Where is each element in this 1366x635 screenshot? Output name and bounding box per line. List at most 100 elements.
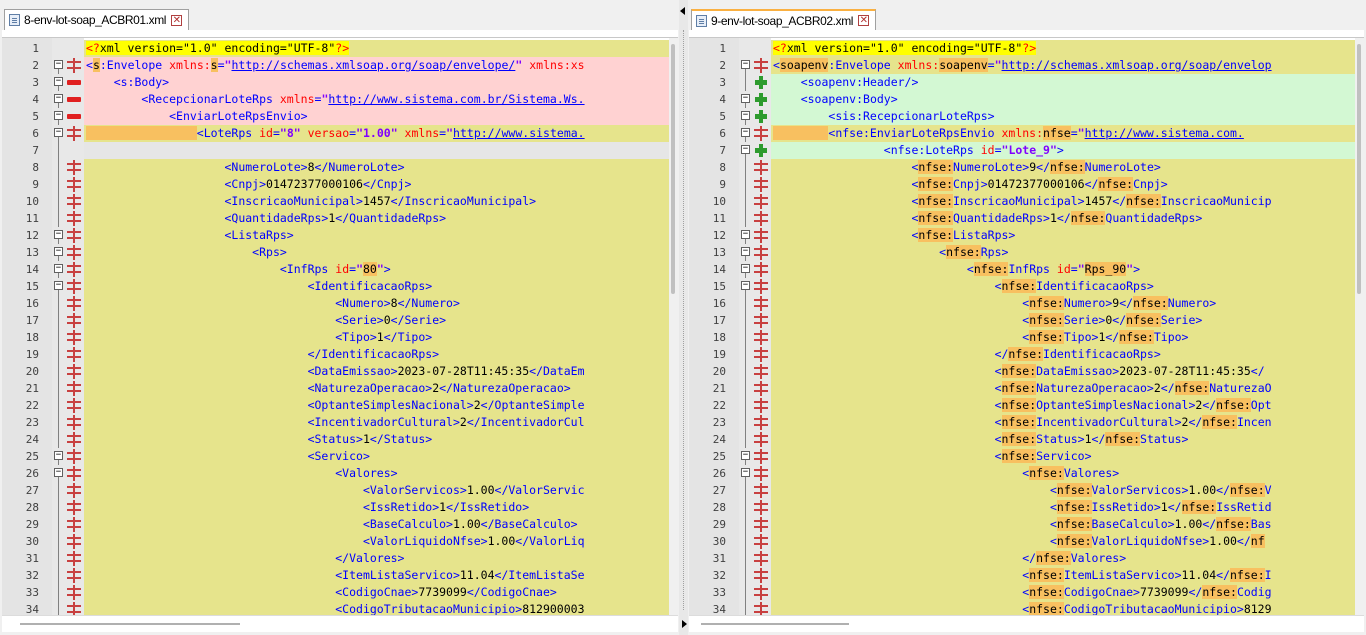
code-line[interactable]: 3− <s:Body>: [2, 74, 678, 91]
fold-minus-icon[interactable]: −: [54, 59, 63, 69]
code-line[interactable]: 3 <soapenv:Header/>: [689, 74, 1364, 91]
fold-minus-icon[interactable]: −: [741, 450, 750, 460]
fold-minus-icon[interactable]: −: [54, 263, 63, 273]
code-line[interactable]: 8 <NumeroLote>8</NumeroLote>: [2, 159, 678, 176]
code-line[interactable]: 14− <InfRps id="80">: [2, 261, 678, 278]
horizontal-scrollbar[interactable]: [2, 615, 678, 632]
code-line[interactable]: 22 <nfse:OptanteSimplesNacional>2</nfse:…: [689, 397, 1364, 414]
code-line[interactable]: 31 </nfse:Valores>: [689, 550, 1364, 567]
code-line[interactable]: 24 <nfse:Status>1</nfse:Status>: [689, 431, 1364, 448]
code-line[interactable]: 7− <nfse:LoteRps id="Lote_9">: [689, 142, 1364, 159]
code-line[interactable]: 16 <Numero>8</Numero>: [2, 295, 678, 312]
code-line[interactable]: 33 <CodigoCnae>7739099</CodigoCnae>: [2, 584, 678, 601]
code-line[interactable]: 16 <nfse:Numero>9</nfse:Numero>: [689, 295, 1364, 312]
code-line[interactable]: 18 <nfse:Tipo>1</nfse:Tipo>: [689, 329, 1364, 346]
code-line[interactable]: 27 <ValorServicos>1.00</ValorServic: [2, 482, 678, 499]
code-line[interactable]: 19 </nfse:IdentificacaoRps>: [689, 346, 1364, 363]
code-line[interactable]: 20 <DataEmissao>2023-07-28T11:45:35</Dat…: [2, 363, 678, 380]
code-line[interactable]: 8 <nfse:NumeroLote>9</nfse:NumeroLote>: [689, 159, 1364, 176]
code-line[interactable]: 5− <EnviarLoteRpsEnvio>: [2, 108, 678, 125]
fold-minus-icon[interactable]: −: [54, 450, 63, 460]
code-line[interactable]: 29 <BaseCalculo>1.00</BaseCalculo>: [2, 516, 678, 533]
code-line[interactable]: 23 <nfse:IncentivadorCultural>2</nfse:In…: [689, 414, 1364, 431]
fold-minus-icon[interactable]: −: [741, 59, 750, 69]
code-line[interactable]: 27 <nfse:ValorServicos>1.00</nfse:V: [689, 482, 1364, 499]
fold-minus-icon[interactable]: −: [741, 93, 750, 103]
code-line[interactable]: 5− <sis:RecepcionarLoteRps>: [689, 108, 1364, 125]
fold-minus-icon[interactable]: −: [741, 467, 750, 477]
fold-minus-icon[interactable]: −: [54, 110, 63, 120]
vertical-scrollbar[interactable]: [669, 38, 678, 616]
code-line[interactable]: 15− <IdentificacaoRps>: [2, 278, 678, 295]
code-line[interactable]: 12− <ListaRps>: [2, 227, 678, 244]
fold-minus-icon[interactable]: −: [741, 144, 750, 154]
code-line[interactable]: 2−<soapenv:Envelope xmlns:soapenv="http:…: [689, 57, 1364, 74]
code-line[interactable]: 25− <Servico>: [2, 448, 678, 465]
fold-minus-icon[interactable]: −: [741, 229, 750, 239]
left-code-editor[interactable]: 1<?xml version="1.0" encoding="UTF-8"?>2…: [2, 37, 678, 616]
fold-minus-icon[interactable]: −: [741, 280, 750, 290]
fold-minus-icon[interactable]: −: [54, 229, 63, 239]
code-line[interactable]: 20 <nfse:DataEmissao>2023-07-28T11:45:35…: [689, 363, 1364, 380]
arrow-right-icon[interactable]: [682, 620, 687, 628]
code-line[interactable]: 32 <ItemListaServico>11.04</ItemListaSe: [2, 567, 678, 584]
code-line[interactable]: 31 </Valores>: [2, 550, 678, 567]
code-line[interactable]: 24 <Status>1</Status>: [2, 431, 678, 448]
code-line[interactable]: 7: [2, 142, 678, 159]
code-line[interactable]: 6− <nfse:EnviarLoteRpsEnvio xmlns:nfse="…: [689, 125, 1364, 142]
fold-minus-icon[interactable]: −: [741, 246, 750, 256]
code-line[interactable]: 15− <nfse:IdentificacaoRps>: [689, 278, 1364, 295]
code-line[interactable]: 4− <soapenv:Body>: [689, 91, 1364, 108]
fold-minus-icon[interactable]: −: [54, 127, 63, 137]
fold-minus-icon[interactable]: −: [54, 76, 63, 86]
code-line[interactable]: 19 </IdentificacaoRps>: [2, 346, 678, 363]
code-line[interactable]: 22 <OptanteSimplesNacional>2</OptanteSim…: [2, 397, 678, 414]
code-line[interactable]: 23 <IncentivadorCultural>2</Incentivador…: [2, 414, 678, 431]
code-line[interactable]: 32 <nfse:ItemListaServico>11.04</nfse:I: [689, 567, 1364, 584]
fold-minus-icon[interactable]: −: [54, 280, 63, 290]
fold-minus-icon[interactable]: −: [54, 467, 63, 477]
code-line[interactable]: 1<?xml version="1.0" encoding="UTF-8"?>: [689, 40, 1364, 57]
code-line[interactable]: 10 <InscricaoMunicipal>1457</InscricaoMu…: [2, 193, 678, 210]
scroll-thumb[interactable]: [20, 623, 240, 625]
horizontal-scrollbar[interactable]: [689, 615, 1364, 632]
code-line[interactable]: 28 <nfse:IssRetido>1</nfse:IssRetid: [689, 499, 1364, 516]
code-line[interactable]: 30 <nfse:ValorLiquidoNfse>1.00</nf: [689, 533, 1364, 550]
code-line[interactable]: 1<?xml version="1.0" encoding="UTF-8"?>: [2, 40, 678, 57]
code-line[interactable]: 13− <Rps>: [2, 244, 678, 261]
code-line[interactable]: 29 <nfse:BaseCalculo>1.00</nfse:Bas: [689, 516, 1364, 533]
code-line[interactable]: 11 <QuantidadeRps>1</QuantidadeRps>: [2, 210, 678, 227]
code-line[interactable]: 30 <ValorLiquidoNfse>1.00</ValorLiq: [2, 533, 678, 550]
code-line[interactable]: 2−<s:Envelope xmlns:s="http://schemas.xm…: [2, 57, 678, 74]
scroll-thumb[interactable]: [701, 623, 849, 625]
scroll-thumb[interactable]: [671, 44, 675, 294]
code-line[interactable]: 26− <Valores>: [2, 465, 678, 482]
code-line[interactable]: 21 <nfse:NaturezaOperacao>2</nfse:Nature…: [689, 380, 1364, 397]
code-line[interactable]: 6− <LoteRps id="8" versao="1.00" xmlns="…: [2, 125, 678, 142]
code-line[interactable]: 33 <nfse:CodigoCnae>7739099</nfse:Codig: [689, 584, 1364, 601]
code-line[interactable]: 18 <Tipo>1</Tipo>: [2, 329, 678, 346]
arrow-left-icon[interactable]: [680, 7, 685, 15]
fold-minus-icon[interactable]: −: [54, 246, 63, 256]
vertical-scrollbar[interactable]: [1355, 38, 1364, 616]
code-line[interactable]: 10 <nfse:InscricaoMunicipal>1457</nfse:I…: [689, 193, 1364, 210]
close-icon[interactable]: ✕: [858, 15, 870, 26]
code-line[interactable]: 11 <nfse:QuantidadeRps>1</nfse:Quantidad…: [689, 210, 1364, 227]
code-line[interactable]: 34 <CodigoTributacaoMunicipio>812900003: [2, 601, 678, 616]
fold-minus-icon[interactable]: −: [54, 93, 63, 103]
code-line[interactable]: 28 <IssRetido>1</IssRetido>: [2, 499, 678, 516]
tab-left-file[interactable]: 8-env-lot-soap_ACBR01.xml ✕: [4, 9, 190, 30]
fold-minus-icon[interactable]: −: [741, 110, 750, 120]
code-line[interactable]: 26− <nfse:Valores>: [689, 465, 1364, 482]
code-line[interactable]: 12− <nfse:ListaRps>: [689, 227, 1364, 244]
code-line[interactable]: 4− <RecepcionarLoteRps xmlns="http://www…: [2, 91, 678, 108]
scroll-thumb[interactable]: [1357, 44, 1361, 294]
code-line[interactable]: 13− <nfse:Rps>: [689, 244, 1364, 261]
code-line[interactable]: 14− <nfse:InfRps id="Rps_90">: [689, 261, 1364, 278]
code-line[interactable]: 17 <Serie>0</Serie>: [2, 312, 678, 329]
code-line[interactable]: 9 <nfse:Cnpj>01472377000106</nfse:Cnpj>: [689, 176, 1364, 193]
code-line[interactable]: 25− <nfse:Servico>: [689, 448, 1364, 465]
close-icon[interactable]: ✕: [171, 14, 183, 26]
tab-right-file[interactable]: 9-env-lot-soap_ACBR02.xml ✕: [691, 9, 877, 30]
code-line[interactable]: 34 <nfse:CodigoTributacaoMunicipio>8129: [689, 601, 1364, 616]
